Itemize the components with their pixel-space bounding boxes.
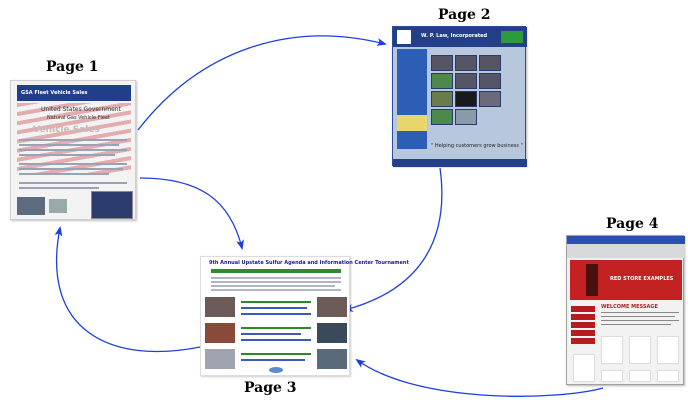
page3-photo xyxy=(205,297,235,317)
page2-side-note xyxy=(397,115,427,131)
page2-header-badge xyxy=(501,31,523,43)
label-page4: Page 4 xyxy=(606,216,659,232)
page1-stamp: Vehicle Sales xyxy=(33,125,100,135)
page2-header-bar: W. P. Law, Incorporated xyxy=(393,27,527,47)
label-page2: Page 2 xyxy=(438,7,491,23)
page1-photo-right xyxy=(91,191,133,219)
page3-photo xyxy=(317,297,347,317)
page2-footer-bar xyxy=(393,159,527,167)
page2-logo xyxy=(397,30,411,44)
page1-photo-left xyxy=(17,197,45,215)
page2-tagline: " Helping customers grow business " xyxy=(431,143,523,149)
page3-thumbnail[interactable]: 9th Annual Upstate Sulfur Agenda and Inf… xyxy=(200,256,409,376)
page3-title-bar xyxy=(211,269,341,273)
label-page3: Page 3 xyxy=(244,380,297,396)
page4-welcome: WELCOME MESSAGE xyxy=(601,304,658,310)
page3-photo xyxy=(317,349,347,369)
page3-logo xyxy=(269,367,283,373)
arrow-page3-to-page1 xyxy=(54,226,201,353)
page2-company-name: W. P. Law, Incorporated xyxy=(421,33,488,39)
page1-header-text: GSA Fleet Vehicle Sales xyxy=(21,90,88,96)
page1-photo-mid xyxy=(49,199,67,213)
label-page1: Page 1 xyxy=(46,59,99,75)
page2-side-menu xyxy=(397,49,427,149)
page1-heading: United States Government xyxy=(41,106,121,113)
page4-banner-figure xyxy=(586,264,598,296)
page1-thumbnail[interactable]: GSA Fleet Vehicle Sales United States Go… xyxy=(10,80,136,220)
page3-photo xyxy=(205,349,235,369)
page3-photo xyxy=(205,323,235,343)
arrow-page1-to-page3 xyxy=(139,177,244,250)
page4-banner-text: RED STORE EXAMPLES xyxy=(610,276,674,282)
page2-thumbnail[interactable]: W. P. Law, Incorporated " Helping custom… xyxy=(392,26,527,167)
page3-photo xyxy=(317,323,347,343)
arrow-page1-to-page2 xyxy=(137,35,387,131)
page1-header-bar: GSA Fleet Vehicle Sales xyxy=(17,85,131,101)
page3-title: 9th Annual Upstate Sulfur Agenda and Inf… xyxy=(209,260,409,266)
page4-thumbnail[interactable]: RED STORE EXAMPLES WELCOME MESSAGE xyxy=(566,235,685,385)
page1-subheading: Natural Gas Vehicle Fleet xyxy=(47,115,111,121)
page4-toolbar xyxy=(567,244,685,258)
page4-banner: RED STORE EXAMPLES xyxy=(570,260,682,300)
page1-flag-graphic xyxy=(17,103,131,173)
page4-title-bar xyxy=(567,236,685,244)
arrow-page2-to-page3 xyxy=(343,167,443,312)
arrow-page4-to-page3 xyxy=(355,358,604,397)
